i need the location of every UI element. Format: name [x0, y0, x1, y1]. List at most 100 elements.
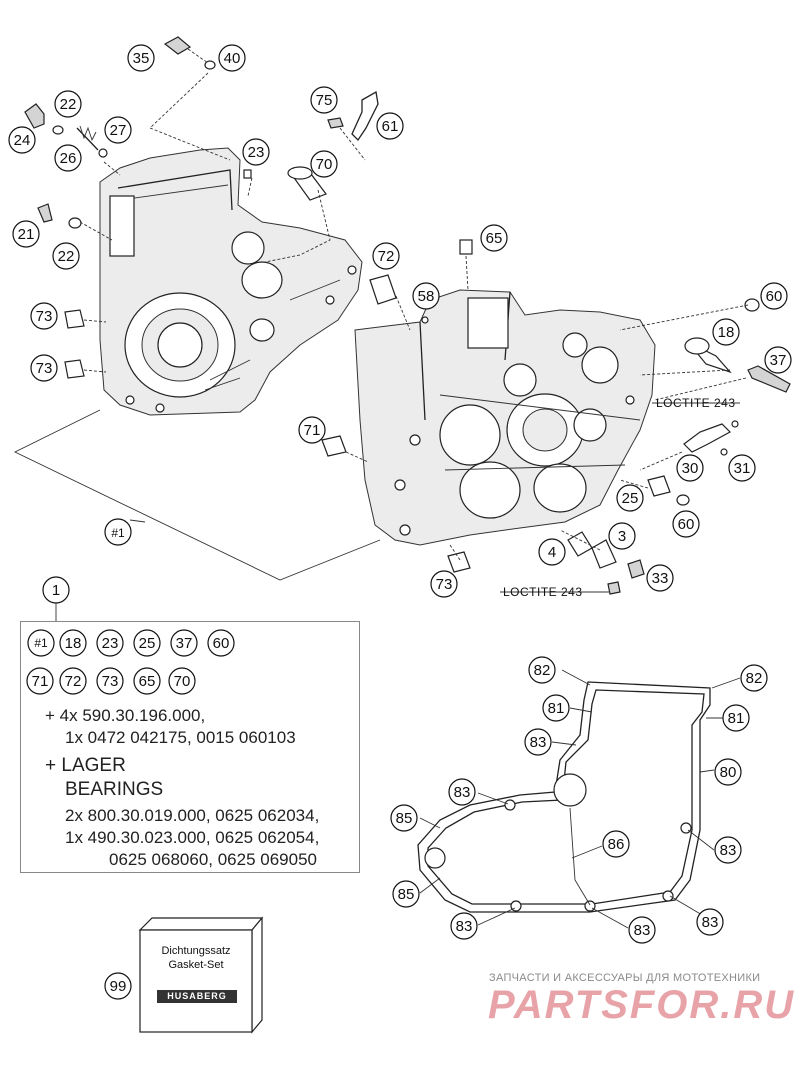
svg-text:85: 85 — [396, 810, 413, 827]
callout-60: 60 — [760, 282, 788, 310]
svg-text:60: 60 — [766, 288, 783, 305]
svg-text:37: 37 — [770, 352, 787, 369]
svg-text:83: 83 — [720, 842, 737, 859]
callout-hash-1: #1 — [104, 518, 132, 546]
svg-text:1: 1 — [52, 582, 60, 599]
husaberg-logo: HUSABERG — [157, 990, 237, 1003]
svg-text:31: 31 — [734, 460, 751, 477]
kit-box-callouts: #1 18 23 25 37 60 71 72 73 65 70 — [26, 629, 235, 695]
callout-24: 24 — [8, 126, 36, 154]
svg-text:73: 73 — [436, 576, 453, 593]
gasket-set-line-1: Dichtungssatz — [161, 945, 231, 957]
svg-text:83: 83 — [454, 784, 471, 801]
callout-22: 22 — [52, 242, 80, 270]
callout-37: 37 — [764, 346, 792, 374]
kit-callout-hash-1: #1 — [27, 629, 55, 657]
svg-text:65: 65 — [486, 230, 503, 247]
svg-text:65: 65 — [139, 673, 156, 690]
callout-80: 80 — [714, 758, 742, 786]
crankcase-gasket — [417, 681, 711, 913]
kit-callout-23: 23 — [96, 629, 124, 657]
svg-text:80: 80 — [720, 764, 737, 781]
svg-text:75: 75 — [316, 92, 333, 109]
callout-81: 81 — [542, 694, 570, 722]
kit-callout-73: 73 — [96, 667, 124, 695]
callout-58: 58 — [412, 282, 440, 310]
svg-text:25: 25 — [622, 490, 639, 507]
kit-line-1: + 4x 590.30.196.000, — [45, 706, 206, 725]
svg-text:23: 23 — [102, 635, 119, 652]
svg-text:72: 72 — [65, 673, 82, 690]
svg-text:99: 99 — [110, 978, 127, 995]
svg-text:33: 33 — [652, 570, 669, 587]
gasket-set-label: Dichtungssatz Gasket-Set — [142, 944, 250, 972]
svg-text:83: 83 — [530, 734, 547, 751]
svg-text:24: 24 — [14, 132, 31, 149]
right-crankcase-half — [354, 289, 656, 546]
svg-text:22: 22 — [60, 96, 77, 113]
kit-line-6: 1x 490.30.023.000, 0625 062054, — [65, 828, 320, 847]
svg-text:18: 18 — [65, 635, 82, 652]
callout-60: 60 — [672, 510, 700, 538]
callout-27: 27 — [104, 116, 132, 144]
kit-line-5: 2x 800.30.019.000, 0625 062034, — [65, 806, 320, 825]
gasket-set-box — [138, 916, 264, 1034]
callout-35: 35 — [127, 44, 155, 72]
callout-31: 31 — [728, 454, 756, 482]
svg-text:83: 83 — [456, 918, 473, 935]
svg-text:73: 73 — [36, 308, 53, 325]
kit-contents-box: + 4x 590.30.196.000, 1x 0472 042175, 001… — [20, 621, 360, 873]
callout-85: 85 — [392, 880, 420, 908]
watermark-caption: ЗАПЧАСТИ И АКСЕССУАРЫ ДЛЯ МОТОТЕХНИКИ — [489, 972, 761, 984]
kit-line-3: + LAGER — [45, 755, 126, 776]
callout-73: 73 — [430, 570, 458, 598]
leader-lines — [13, 48, 749, 929]
svg-text:70: 70 — [174, 673, 191, 690]
svg-text:73: 73 — [36, 360, 53, 377]
svg-text:73: 73 — [102, 673, 119, 690]
kit-callout-70: 70 — [168, 667, 196, 695]
callout-1: 1 — [42, 576, 70, 604]
kit-callout-25: 25 — [133, 629, 161, 657]
callout-86: 86 — [602, 830, 630, 858]
svg-text:58: 58 — [418, 288, 435, 305]
kit-callout-37: 37 — [170, 629, 198, 657]
callout-70: 70 — [310, 150, 338, 178]
callout-18: 18 — [712, 318, 740, 346]
loctite-note-1: LOCTITE 243 — [656, 396, 736, 410]
callout-82: 82 — [528, 656, 556, 684]
svg-text:81: 81 — [548, 700, 565, 717]
svg-text:71: 71 — [304, 422, 321, 439]
svg-text:26: 26 — [60, 150, 77, 167]
callout-83: 83 — [448, 778, 476, 806]
svg-text:#1: #1 — [34, 636, 48, 650]
callout-71: 71 — [298, 416, 326, 444]
svg-text:22: 22 — [58, 248, 75, 265]
svg-text:60: 60 — [213, 635, 230, 652]
svg-text:25: 25 — [139, 635, 156, 652]
callout-22: 22 — [54, 90, 82, 118]
svg-text:60: 60 — [678, 516, 695, 533]
callout-72: 72 — [372, 242, 400, 270]
watermark-brand: PARTSFOR.RU — [488, 983, 796, 1027]
svg-text:40: 40 — [224, 50, 241, 67]
callout-4: 4 — [538, 538, 566, 566]
kit-callout-60: 60 — [207, 629, 235, 657]
gasket-set-line-2: Gasket-Set — [168, 959, 224, 971]
callout-99: 99 — [104, 972, 132, 1000]
svg-text:37: 37 — [176, 635, 193, 652]
callout-83: 83 — [450, 912, 478, 940]
callout-21: 21 — [12, 220, 40, 248]
callout-82: 82 — [740, 664, 768, 692]
svg-text:#1: #1 — [111, 526, 125, 540]
callout-33: 33 — [646, 564, 674, 592]
kit-callout-18: 18 — [59, 629, 87, 657]
svg-text:21: 21 — [18, 226, 35, 243]
callout-85: 85 — [390, 804, 418, 832]
kit-line-4: BEARINGS — [65, 779, 164, 800]
callout-61: 61 — [376, 112, 404, 140]
callout-83: 83 — [714, 836, 742, 864]
callout-65: 65 — [480, 224, 508, 252]
svg-text:81: 81 — [728, 710, 745, 727]
